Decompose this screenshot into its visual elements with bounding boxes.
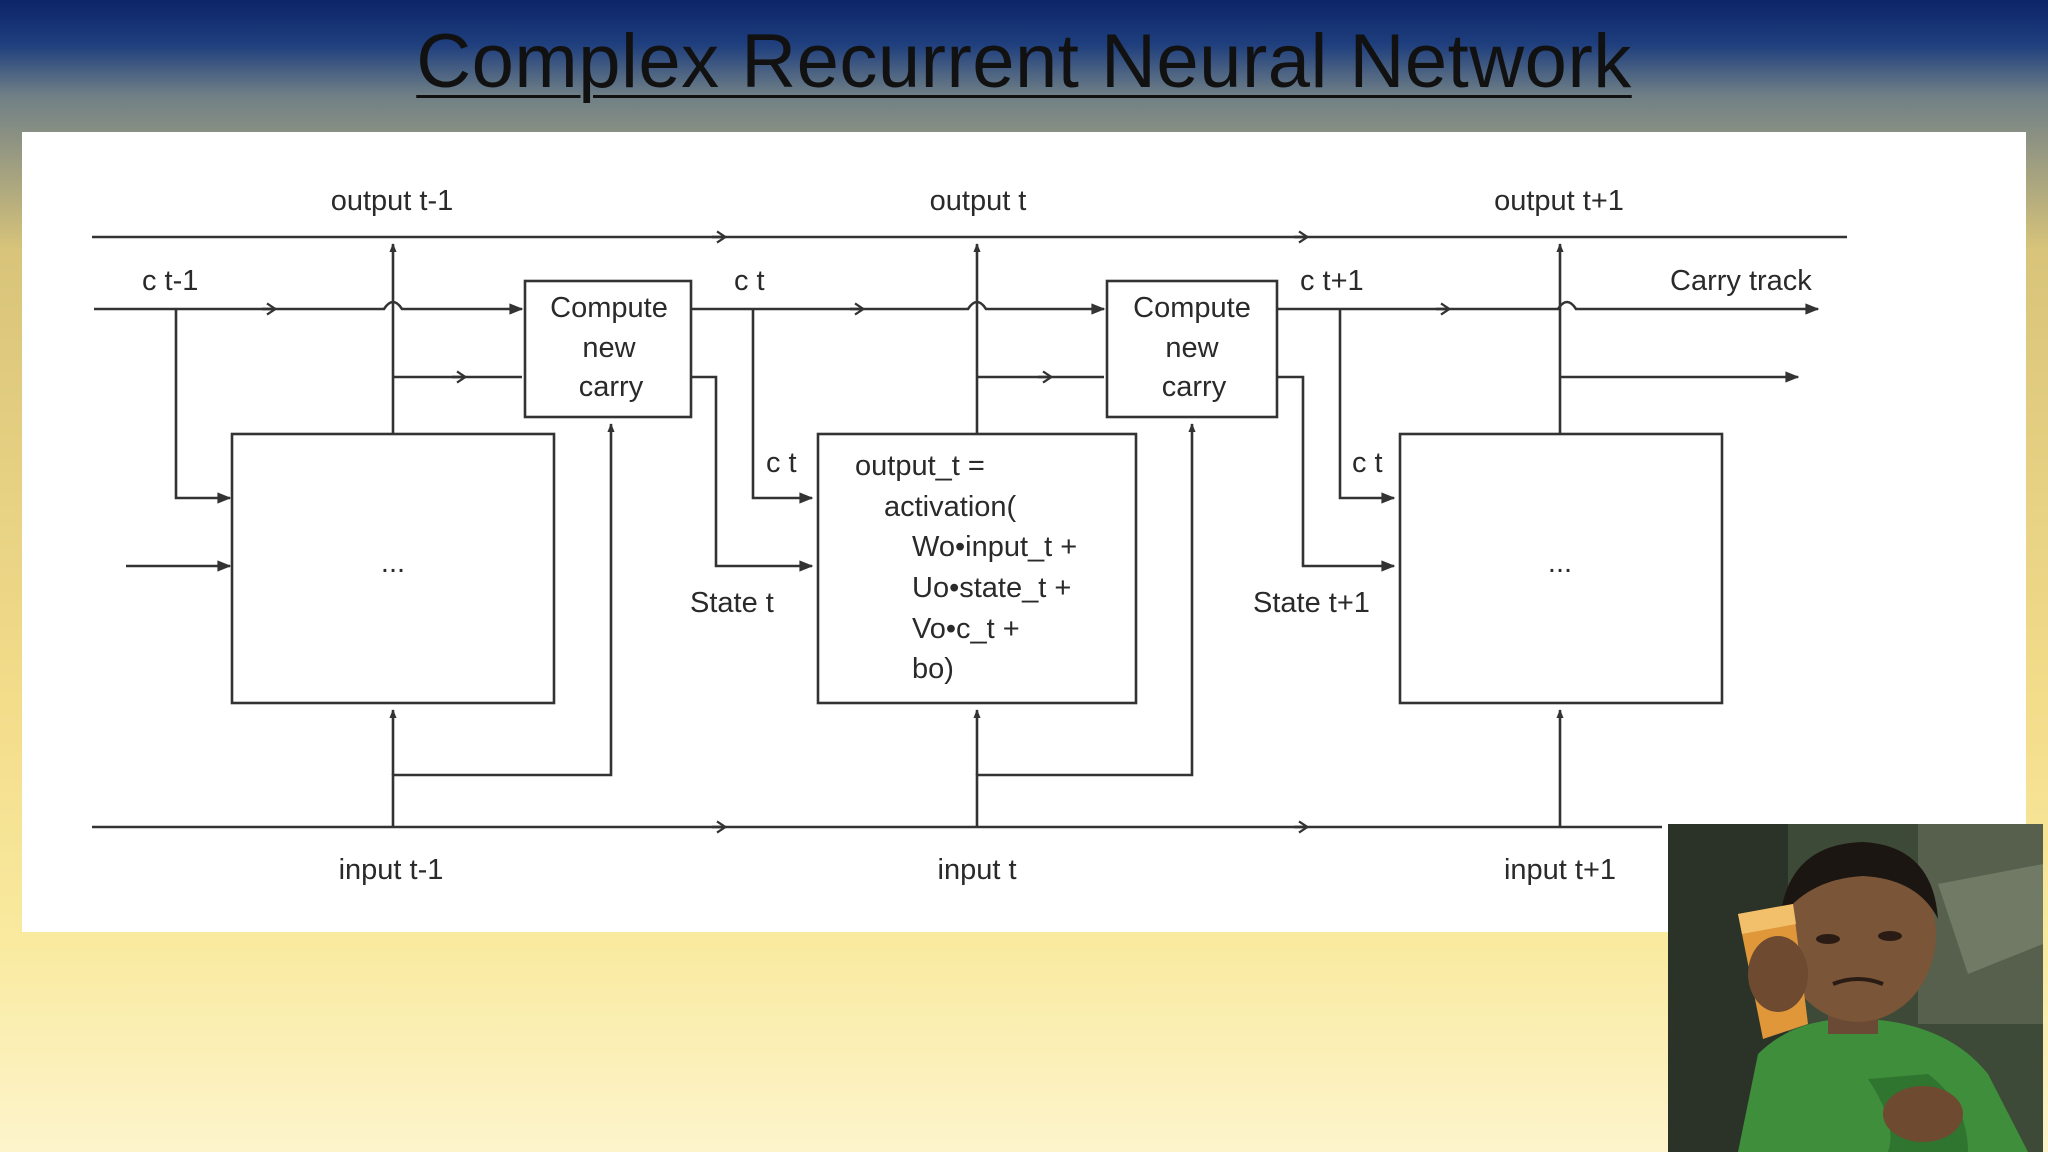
- compute-box1-line1: Compute: [550, 292, 668, 324]
- formula-line-6: bo): [912, 653, 954, 685]
- state-t1-line: [1277, 375, 1396, 572]
- c-prev-to-cell1: [174, 309, 232, 504]
- reaction-photo: [1668, 824, 2043, 1152]
- compute-box1-line2: new: [582, 332, 636, 364]
- formula-line-5: Vo•c_t +: [912, 613, 1020, 645]
- carry-label-t: c t: [734, 265, 765, 297]
- formula-line-2: activation(: [884, 491, 1017, 523]
- compute-box2-line2: new: [1165, 332, 1219, 364]
- carry-line-right: [1276, 300, 1820, 315]
- carry-label-mid: c t: [766, 447, 797, 479]
- carry-label-right: c t: [1352, 447, 1383, 479]
- output-label-current: output t: [930, 185, 1027, 217]
- compute-box2-line1: Compute: [1133, 292, 1251, 324]
- carry-line-left: [94, 300, 524, 315]
- state-t-line: [691, 375, 814, 572]
- state-label-t1: State t+1: [1253, 587, 1370, 619]
- state-label-t: State t: [690, 587, 774, 619]
- c-t-down: [751, 309, 814, 504]
- c-t1-down: [1338, 309, 1396, 504]
- cell-right-ellipsis: ...: [1548, 547, 1572, 579]
- carry-line-mid: [690, 300, 1106, 315]
- compute-carry-box-2: [1105, 279, 1279, 419]
- rnn-diagram: output t-1 output t output t+1 input t-1…: [92, 185, 1847, 886]
- diagram-panel: [22, 132, 2026, 932]
- compute-box2-line3: carry: [1162, 371, 1227, 403]
- output-label-prev: output t-1: [331, 185, 454, 217]
- formula-line-4: Uo•state_t +: [912, 572, 1071, 604]
- compute-carry-box-1: [523, 279, 693, 419]
- output-label-next: output t+1: [1494, 185, 1624, 217]
- slide-title: Complex Recurrent Neural Network: [416, 19, 1632, 104]
- input-label-prev: input t-1: [339, 854, 444, 886]
- carry-track-label: Carry track: [1670, 265, 1812, 297]
- input1-feed: [391, 423, 615, 827]
- input-label-current: input t: [938, 854, 1017, 886]
- input-label-next: input t+1: [1504, 854, 1616, 886]
- carry-label-next: c t+1: [1300, 265, 1364, 297]
- carry-label-prev: c t-1: [142, 265, 198, 297]
- formula-line-1: output_t =: [855, 450, 985, 482]
- input2-feed: [975, 423, 1196, 827]
- cell-left-ellipsis: ...: [381, 547, 405, 579]
- formula-line-3: Wo•input_t +: [912, 531, 1077, 563]
- compute-box1-line3: carry: [579, 371, 644, 403]
